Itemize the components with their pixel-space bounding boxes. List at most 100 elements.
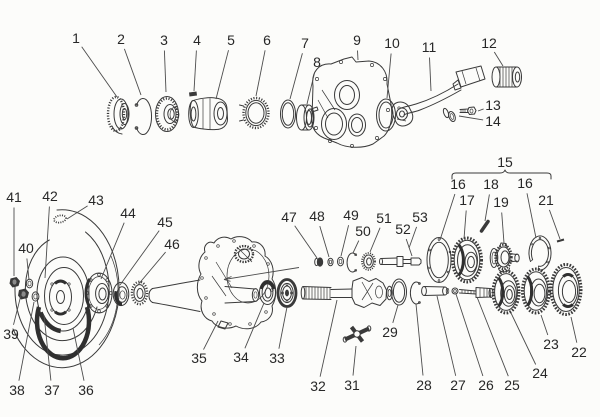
callout-leader-33 xyxy=(278,306,288,349)
callout-label-25: 25 xyxy=(504,377,520,393)
callout-leader-48 xyxy=(319,225,330,258)
install-arrow xyxy=(223,267,300,282)
callout-label-9: 9 xyxy=(353,32,361,48)
callout-leader-47 xyxy=(294,225,318,259)
callout-leader-51 xyxy=(369,227,381,253)
callout-leader-12 xyxy=(493,51,504,67)
callout-leader-28 xyxy=(415,303,424,376)
callout-leader-35 xyxy=(203,320,219,350)
part-33-sprocket xyxy=(276,278,298,308)
group-bracket-15: 15 xyxy=(451,154,552,180)
part-25-kickstart-shaft xyxy=(459,287,494,299)
callout-leader-22 xyxy=(570,316,578,343)
part-35-gearbox-housing xyxy=(148,236,277,330)
callout-label-36: 36 xyxy=(78,382,94,398)
callout-leader-37 xyxy=(43,314,52,381)
callout-leader-10 xyxy=(386,53,392,99)
callout-label-32: 32 xyxy=(310,378,326,394)
callout-label-47: 47 xyxy=(281,209,297,225)
callout-leader-52 xyxy=(405,238,413,257)
callout-label-28: 28 xyxy=(416,377,432,393)
callout-label-23: 23 xyxy=(543,336,559,352)
part-12-pedal-rubber xyxy=(491,66,522,88)
callout-leader-25 xyxy=(476,296,509,377)
part-45-bearing xyxy=(112,281,130,307)
part-41-axle-nut xyxy=(9,277,20,288)
callout-leader-2 xyxy=(123,48,142,96)
callout-leader-38 xyxy=(18,301,35,381)
callout-leader-53 xyxy=(408,226,418,249)
callout-label-35: 35 xyxy=(191,350,207,366)
callout-leader-40 xyxy=(26,258,30,281)
callout-leader-49 xyxy=(340,225,350,257)
part-34-bearing xyxy=(259,280,276,305)
part-40-washer xyxy=(25,278,34,289)
callout-leader-32 xyxy=(319,299,338,377)
callout-label-24: 24 xyxy=(532,365,548,381)
callout-label-46: 46 xyxy=(164,236,180,252)
callout-label-26: 26 xyxy=(478,377,494,393)
part-17-clutch-gear xyxy=(451,236,483,284)
part-24-gear xyxy=(491,269,521,315)
callout-label-31: 31 xyxy=(344,377,360,393)
part-31-spider-cross xyxy=(342,325,372,343)
part-52-kickstart-spindle xyxy=(379,256,422,267)
callout-leader-6 xyxy=(255,50,266,97)
callout-label-5: 5 xyxy=(227,32,235,48)
part-27-roller-pin xyxy=(421,286,450,296)
callout-label-39: 39 xyxy=(3,326,19,342)
part-2-circlip xyxy=(134,98,152,135)
part-32-drive-shaft xyxy=(300,277,393,308)
callout-label-34: 34 xyxy=(233,349,249,365)
part-46-bearing xyxy=(130,280,149,306)
callout-leader-5 xyxy=(215,50,229,100)
callout-leader-13 xyxy=(477,108,484,112)
part-23-gear xyxy=(521,267,551,315)
callout-label-27: 27 xyxy=(450,377,466,393)
part-1-thrust-collar xyxy=(106,95,130,135)
callout-label-42: 42 xyxy=(42,188,58,204)
callout-label-41: 41 xyxy=(6,189,22,205)
part-21-shim-tick xyxy=(556,238,565,243)
part-6-ring-gear xyxy=(239,96,270,130)
callout-label-14: 14 xyxy=(485,113,501,129)
callout-leader-31 xyxy=(352,345,357,376)
part-43-clip xyxy=(53,214,67,224)
part-51-bearing xyxy=(361,252,376,271)
callout-leader-8 xyxy=(306,72,316,105)
callout-label-11: 11 xyxy=(422,39,437,55)
callout-leader-9 xyxy=(357,50,359,61)
callout-leader-36 xyxy=(72,327,85,381)
callout-label-7: 7 xyxy=(301,35,309,51)
part-28-circlip xyxy=(409,281,421,305)
callout-leader-43 xyxy=(66,205,88,220)
callout-label-37: 37 xyxy=(44,382,60,398)
callout-label-19: 19 xyxy=(493,194,509,210)
part-9-transmission-cover xyxy=(306,56,393,148)
callout-label-21: 21 xyxy=(538,192,554,208)
callout-label-49: 49 xyxy=(343,207,359,223)
callout-leader-21 xyxy=(548,209,561,240)
callout-leader-44 xyxy=(100,222,125,280)
callout-label-8: 8 xyxy=(313,54,321,70)
part-29-o-ring xyxy=(391,278,407,306)
callout-label-6: 6 xyxy=(263,32,271,48)
part-19-bevel-pinion xyxy=(489,242,520,273)
callout-leader-23 xyxy=(540,314,549,336)
callout-label-33: 33 xyxy=(269,350,285,366)
callout-label-16a: 16 xyxy=(450,176,466,192)
callout-label-16b: 16 xyxy=(517,175,533,191)
callout-leader-7 xyxy=(289,53,303,100)
part-48-washer xyxy=(327,257,334,267)
callout-leader-24 xyxy=(510,312,537,365)
part-49-washer xyxy=(337,256,344,267)
callout-label-29: 29 xyxy=(382,324,398,340)
part-11-kickstart-lever xyxy=(391,65,486,127)
part-4-woodruff-key xyxy=(189,91,197,97)
part-36-brake-drum xyxy=(12,209,120,369)
callout-leader-42 xyxy=(44,206,50,279)
callout-label-38: 38 xyxy=(9,382,25,398)
part-8-oil-seal xyxy=(296,104,319,131)
